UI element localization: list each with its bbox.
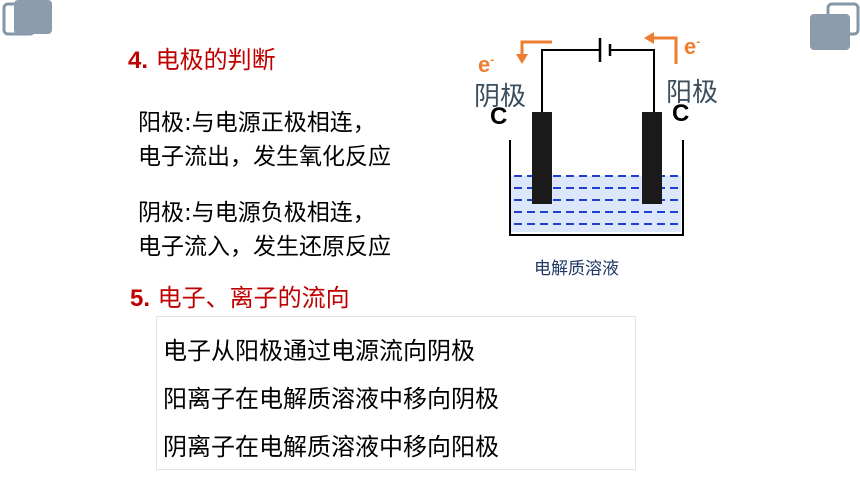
corner-decoration-top-right	[810, 2, 860, 50]
electrolyte-caption: 电解质溶液	[534, 259, 619, 279]
cathode-line-1: 阴极:与电源负极相连，	[138, 200, 376, 226]
right-electrode-material: C	[672, 100, 690, 127]
section-4-number: 4.	[128, 47, 149, 74]
anode-line-2: 电子流出，发生氧化反应	[138, 144, 391, 170]
electron-label-left: e-	[478, 52, 495, 77]
flow-line: 阳离子在电解质溶液中移向阴极	[163, 385, 499, 413]
corner-decoration-top-left	[2, 0, 52, 36]
left-electrode-material: C	[490, 103, 508, 130]
section-4-title: 电极的判断	[155, 46, 276, 74]
cathode-line-2: 电子流入，发生还原反应	[138, 234, 391, 260]
beaker	[509, 140, 684, 236]
circuit-wire	[610, 49, 655, 112]
flow-line: 阴离子在电解质溶液中移向阳极	[163, 433, 499, 461]
right-carbon-electrode	[642, 112, 662, 204]
cathode-definition: 阴极:与电源负极相连， 电子流入，发生还原反应	[138, 196, 391, 264]
circuit-wire	[541, 49, 600, 112]
flow-summary-box: 电子从阳极通过电源流向阴极 阳离子在电解质溶液中移向阴极 阴离子在电解质溶液中移…	[156, 316, 636, 470]
section-5-heading: 5. 电子、离子的流向	[130, 278, 350, 313]
electron-flow-arrow-right	[654, 36, 678, 64]
flow-line: 电子从阳极通过电源流向阴极	[163, 337, 475, 365]
section-5-number: 5.	[130, 285, 151, 312]
arrowhead-left-icon	[644, 32, 654, 44]
arrowhead-down-icon	[516, 54, 528, 64]
anode-line-1: 阳极:与电源正极相连，	[138, 110, 376, 136]
anode-definition: 阳极:与电源正极相连， 电子流出，发生氧化反应	[138, 106, 391, 174]
electron-flow-arrow-left	[520, 40, 552, 56]
left-carbon-electrode	[532, 112, 552, 204]
section-5-title: 电子、离子的流向	[157, 284, 350, 312]
electron-label-right: e-	[684, 34, 701, 59]
electrolysis-cell-diagram	[509, 32, 684, 236]
anode-label: 阳极	[666, 78, 719, 108]
cathode-label: 阴极	[474, 82, 527, 112]
section-4-heading: 4. 电极的判断	[128, 40, 276, 75]
